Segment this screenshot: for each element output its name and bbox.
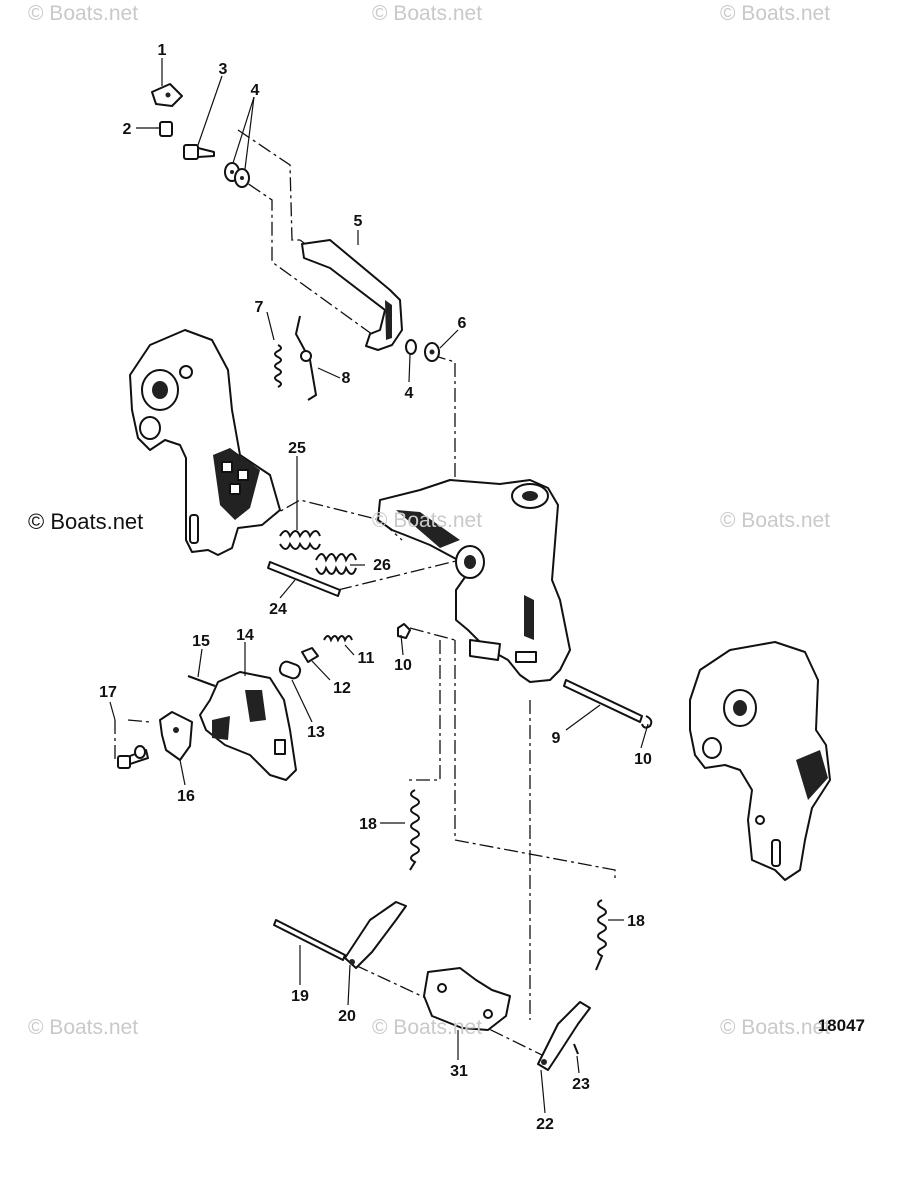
diagram-code: 18047 bbox=[817, 1016, 865, 1035]
part-1-clip bbox=[151, 83, 183, 107]
part-14-lever bbox=[199, 671, 297, 781]
watermark-bottom-left: © Boats.net bbox=[28, 1016, 139, 1039]
part-17-bolt bbox=[117, 745, 149, 769]
callout-5: 5 bbox=[354, 213, 363, 230]
watermark-top-center: © Boats.net bbox=[372, 2, 483, 25]
callout-11: 11 bbox=[358, 650, 375, 667]
part-18-spring-left bbox=[409, 789, 420, 871]
watermark-bottom-right: © Boats.net bbox=[720, 1016, 831, 1039]
part-13-pin bbox=[278, 660, 302, 680]
part-20-arm bbox=[344, 901, 407, 969]
callout-numbers: 1 2 3 4 5 6 4 7 8 25 26 24 14 15 11 10 1… bbox=[99, 42, 652, 1133]
callout-8: 8 bbox=[342, 370, 351, 387]
callout-6: 6 bbox=[458, 315, 467, 332]
callout-4-lower: 4 bbox=[405, 385, 414, 402]
watermark-mid-left: © Boats.net bbox=[28, 509, 144, 534]
watermark-top-left: © Boats.net bbox=[28, 2, 139, 25]
right-clamp-bracket bbox=[689, 641, 831, 881]
callout-10-right: 10 bbox=[634, 751, 652, 768]
part-25-spring bbox=[279, 530, 321, 550]
callout-12: 12 bbox=[333, 680, 351, 697]
callout-22: 22 bbox=[536, 1116, 554, 1133]
callout-4-top: 4 bbox=[251, 82, 260, 99]
part-11-spring bbox=[323, 635, 353, 643]
part-4-washers bbox=[224, 162, 250, 188]
callout-31: 31 bbox=[450, 1063, 468, 1080]
callout-26: 26 bbox=[373, 557, 391, 574]
callout-18-left: 18 bbox=[359, 816, 377, 833]
callout-18-right: 18 bbox=[627, 913, 645, 930]
part-2-screw bbox=[156, 121, 173, 137]
watermark-mid-right: © Boats.net bbox=[720, 509, 831, 532]
part-3-bolt bbox=[183, 144, 215, 160]
callout-1: 1 bbox=[158, 42, 167, 59]
callout-25: 25 bbox=[288, 440, 306, 457]
part-7-spring bbox=[274, 344, 282, 388]
callout-24: 24 bbox=[269, 601, 287, 618]
part-23-pin bbox=[573, 1043, 579, 1055]
part-8-wire bbox=[294, 315, 318, 401]
part-24-pin bbox=[267, 561, 341, 597]
callout-15: 15 bbox=[192, 633, 210, 650]
part-12-block bbox=[301, 647, 319, 663]
callout-3: 3 bbox=[219, 61, 228, 78]
part-19-rod bbox=[273, 919, 346, 961]
leader-lines bbox=[109, 58, 649, 1114]
callout-2: 2 bbox=[123, 121, 132, 138]
part-26-spring bbox=[315, 553, 357, 575]
part-31-bracket bbox=[423, 967, 511, 1031]
swivel-bracket bbox=[377, 479, 571, 683]
part-18-spring-right bbox=[595, 899, 607, 971]
part-10-clip-right bbox=[641, 715, 653, 729]
callout-9: 9 bbox=[552, 730, 561, 747]
part-5-bracket bbox=[301, 239, 403, 351]
callout-14: 14 bbox=[236, 627, 254, 644]
watermark-bottom-center: © Boats.net bbox=[372, 1016, 483, 1039]
part-6-washer bbox=[424, 342, 440, 362]
callout-7: 7 bbox=[255, 299, 264, 316]
callout-10-center: 10 bbox=[394, 657, 412, 674]
part-22-arm bbox=[537, 1001, 591, 1071]
callout-23: 23 bbox=[572, 1076, 590, 1093]
part-9-shaft bbox=[563, 679, 643, 723]
part-4-washer-lower bbox=[405, 339, 417, 355]
left-clamp-bracket bbox=[129, 329, 281, 556]
watermark-top-right: © Boats.net bbox=[720, 2, 831, 25]
part-16-plate bbox=[159, 711, 193, 761]
callout-19: 19 bbox=[291, 988, 309, 1005]
watermark-mid-center: © Boats.net bbox=[372, 509, 483, 532]
callout-13: 13 bbox=[307, 724, 325, 741]
callout-16: 16 bbox=[177, 788, 195, 805]
callout-17: 17 bbox=[99, 684, 117, 701]
callout-20: 20 bbox=[338, 1008, 356, 1025]
part-10-clip-center bbox=[397, 623, 411, 639]
part-15-pin bbox=[187, 675, 216, 687]
